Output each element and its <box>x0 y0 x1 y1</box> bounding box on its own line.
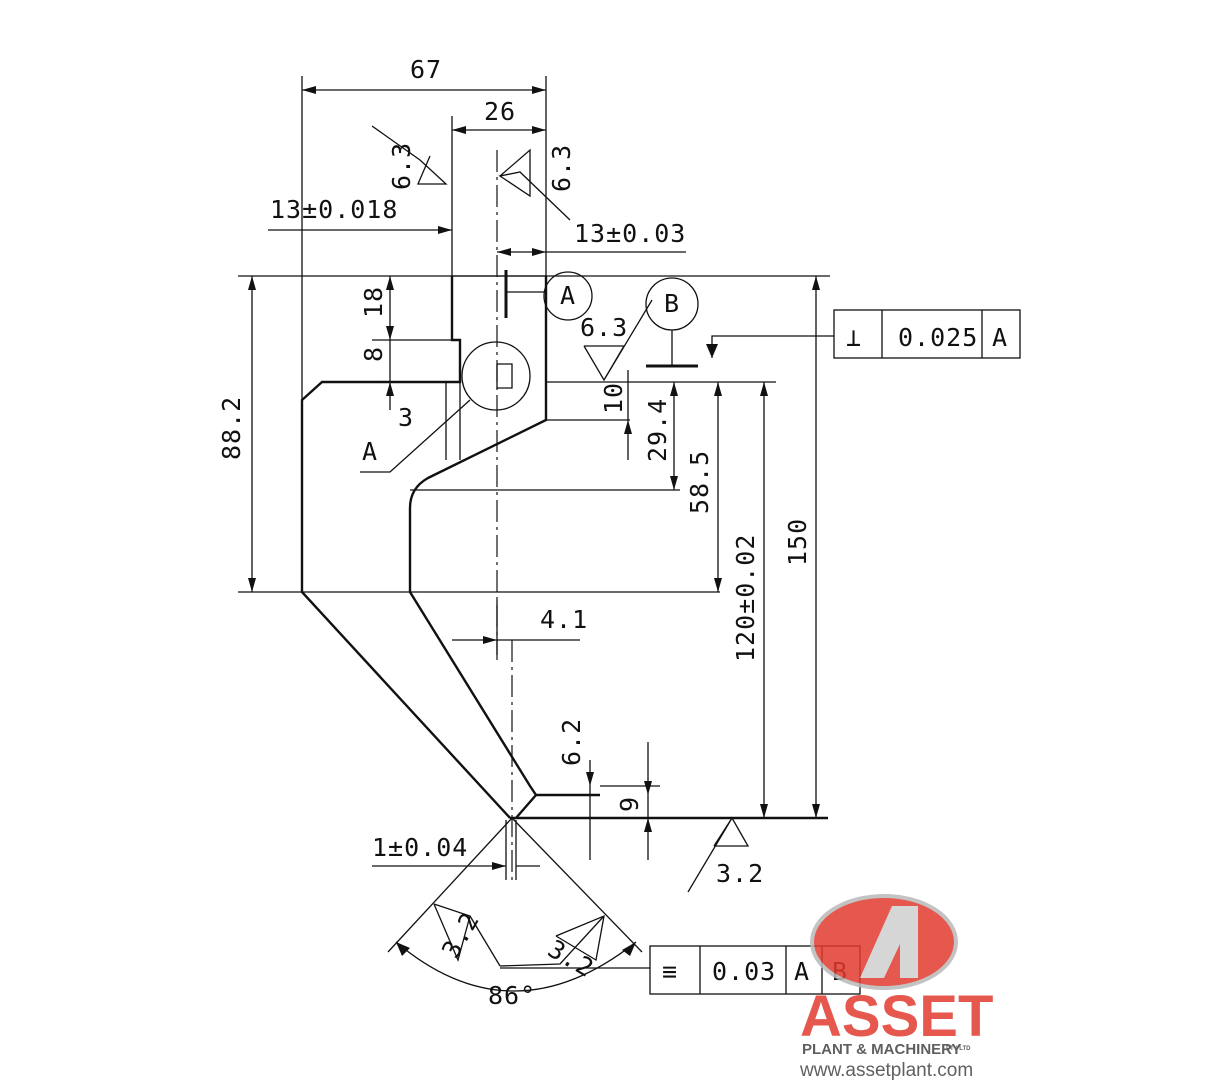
svg-text:A: A <box>992 323 1008 352</box>
dim-88: 88.2 <box>217 396 246 460</box>
dim-58: 58.5 <box>685 450 714 514</box>
dim-1-04: 1±0.04 <box>372 833 468 862</box>
dim-41: 4.1 <box>540 605 588 634</box>
dim-10: 10 <box>599 382 628 414</box>
dim-13-03: 13±0.03 <box>574 219 686 248</box>
roughness-symbol-1: 6.3 <box>371 125 448 190</box>
dimension-arrows <box>248 86 820 956</box>
dim-3: 3 <box>398 403 414 432</box>
roughness-symbol-2: 6.3 <box>498 144 576 221</box>
svg-text:A: A <box>794 957 810 986</box>
svg-text:3.2: 3.2 <box>436 907 485 963</box>
roughness-symbol-4: 3.2 <box>687 816 764 893</box>
dim-62: 6.2 <box>557 718 586 766</box>
dim-29: 29.4 <box>643 398 672 462</box>
svg-text:6.3: 6.3 <box>580 313 628 342</box>
dim-67: 67 <box>410 55 442 84</box>
svg-text:⊥: ⊥ <box>846 323 862 352</box>
dim-9: 9 <box>615 796 644 812</box>
dim-120: 120±0.02 <box>731 534 760 662</box>
logo-tagline: PLANT & MACHINERY <box>802 1041 961 1058</box>
dim-18: 18 <box>359 286 388 318</box>
svg-text:6.3: 6.3 <box>387 142 416 190</box>
svg-text:B: B <box>664 289 680 318</box>
svg-text:A: A <box>362 437 378 466</box>
svg-text:3.2: 3.2 <box>543 934 599 983</box>
dimension-lines <box>238 76 830 992</box>
svg-text:A: A <box>560 281 576 310</box>
detail-a: A <box>362 341 531 466</box>
roughness-symbol-6: 3.2 <box>499 914 605 983</box>
logo-small: PTY LTD <box>946 1046 971 1052</box>
logo-url: www.assetplant.com <box>799 1060 973 1081</box>
dim-26: 26 <box>484 97 516 126</box>
dim-8: 8 <box>359 346 388 362</box>
roughness-symbol-3: 6.3 <box>580 299 653 382</box>
svg-text:0.025: 0.025 <box>898 323 978 352</box>
svg-text:≡: ≡ <box>662 957 678 986</box>
svg-text:0.03: 0.03 <box>712 957 776 986</box>
roughness-symbol-5: 3.2 <box>433 903 501 967</box>
datum-b: B <box>645 277 699 368</box>
dim-150: 150 <box>783 518 812 566</box>
datum-a: A <box>504 270 593 321</box>
perpendicularity-frame: ⊥ 0.025 A <box>711 309 1021 359</box>
dim-86-deg: 86° <box>488 981 536 1010</box>
svg-text:6.3: 6.3 <box>547 144 576 192</box>
svg-text:3.2: 3.2 <box>716 859 764 888</box>
asset-logo: ASSET PLANT & MACHINERY PTY LTD www.asse… <box>799 894 993 1081</box>
dim-13-018: 13±0.018 <box>270 195 398 224</box>
logo-brand: ASSET <box>800 984 993 1049</box>
